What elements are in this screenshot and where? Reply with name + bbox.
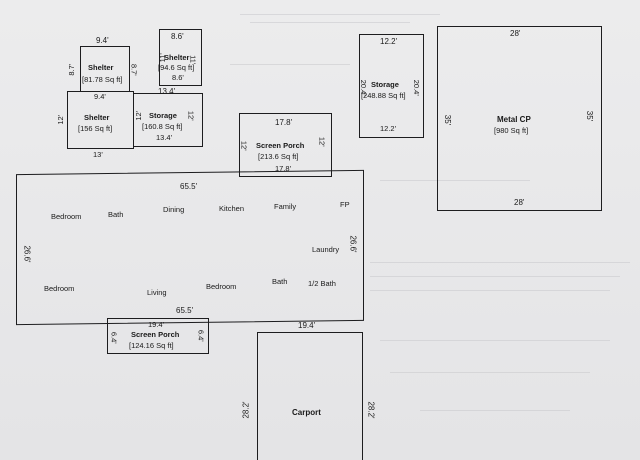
screen-porch-top-area: [213.6 Sq ft] <box>258 152 299 161</box>
screen-porch-bottom-width-top: 19.4' <box>148 320 165 329</box>
faint-text-line <box>390 372 590 373</box>
shelter-top-right-width-bottom: 8.6' <box>172 73 184 82</box>
faint-text-line <box>380 340 610 341</box>
carport-name: Carport <box>292 408 321 417</box>
faint-text-line <box>250 22 410 23</box>
shelter-main-name: Shelter <box>84 113 110 122</box>
label-bath-1: Bath <box>108 210 124 219</box>
label-kitchen: Kitchen <box>219 204 245 213</box>
storage-right-room <box>359 34 424 138</box>
label-bedroom-2: Bedroom <box>44 284 75 293</box>
label-family: Family <box>274 202 297 211</box>
shelter-main-area: [156 Sq ft] <box>78 124 113 133</box>
storage-right-height-left: 20.4' <box>358 79 368 96</box>
shelter-top-right-width-top: 8.6' <box>171 32 184 41</box>
storage-small-width-bottom: 13.4' <box>156 133 173 142</box>
metal-cp-name: Metal CP <box>497 115 531 124</box>
shelter-main-width-bottom: 13' <box>93 150 103 159</box>
label-bedroom-1: Bedroom <box>51 212 82 221</box>
shelter-top-right-height-left: 11' <box>157 53 167 63</box>
shelter-top-right-name: Shelter <box>164 53 190 62</box>
faint-text-line <box>380 180 530 181</box>
carport-room <box>257 332 363 460</box>
metal-cp-height-right: 35' <box>585 110 595 122</box>
shelter-small-width-top: 9.4' <box>96 36 109 45</box>
screen-porch-top-width-top: 17.8' <box>275 118 293 127</box>
shelter-main-height-left: 12' <box>56 114 66 125</box>
storage-small-room <box>133 93 203 147</box>
main-house-height-right: 26.6' <box>348 235 358 253</box>
storage-right-height-right: 20.4' <box>411 79 421 96</box>
shelter-small-width-bottom: 9.4' <box>94 92 106 101</box>
faint-text-line <box>420 410 570 411</box>
screen-porch-top-name: Screen Porch <box>256 141 305 150</box>
metal-cp-width-top: 28' <box>510 29 521 38</box>
metal-cp-room <box>437 26 602 211</box>
shelter-top-right-area: [94.6 Sq ft] <box>158 63 195 72</box>
main-house-width-top: 65.5' <box>180 182 198 191</box>
metal-cp-height-left: 35' <box>443 114 453 126</box>
faint-text-line <box>370 262 630 263</box>
label-half-bath: 1/2 Bath <box>308 279 336 288</box>
carport-width-top: 19.4' <box>298 321 316 330</box>
shelter-top-right-room <box>159 29 202 86</box>
storage-right-width-top: 12.2' <box>380 37 398 46</box>
screen-porch-bottom-name: Screen Porch <box>131 330 180 339</box>
screen-porch-top-width-bottom: 17.8' <box>275 164 292 173</box>
screen-porch-bottom-area: [124.16 Sq ft] <box>129 341 174 350</box>
screen-porch-bottom-room <box>107 318 209 354</box>
screen-porch-top-height-left: 12' <box>239 140 249 151</box>
shelter-top-right-height-right: 11' <box>188 55 198 65</box>
storage-small-height-right: 12' <box>186 110 196 121</box>
label-bedroom-3: Bedroom <box>206 282 237 291</box>
carport-height-left: 28.2' <box>241 401 251 419</box>
main-house-width-bottom: 65.5' <box>176 306 194 315</box>
shelter-small-area: [81.78 Sq ft] <box>82 75 123 84</box>
screen-porch-top-height-right: 12' <box>317 136 327 147</box>
storage-right-width-bottom: 12.2' <box>380 124 397 133</box>
storage-small-width-top: 13.4' <box>158 87 176 96</box>
label-bath-2: Bath <box>272 277 288 286</box>
screen-porch-bottom-height-left: 6.4' <box>109 331 119 344</box>
label-dining: Dining <box>163 205 185 214</box>
storage-small-height-left: 12' <box>134 110 144 121</box>
metal-cp-area: [980 Sq ft] <box>494 126 529 135</box>
shelter-small-name: Shelter <box>88 63 114 72</box>
label-laundry: Laundry <box>312 245 340 254</box>
faint-text-line <box>370 290 610 291</box>
storage-right-name: Storage <box>371 80 399 89</box>
carport-height-right: 28.2' <box>366 401 376 419</box>
label-fp: FP <box>340 200 350 209</box>
storage-small-area: [160.8 Sq ft] <box>142 122 183 131</box>
shelter-small-height-left: 8.7' <box>67 63 77 76</box>
faint-text-line <box>230 64 350 65</box>
label-living: Living <box>147 288 167 297</box>
main-house-height-left: 26.6' <box>22 245 32 263</box>
storage-right-area: [248.88 Sq ft] <box>361 91 406 100</box>
shelter-small-height-right: 8.7' <box>129 63 139 76</box>
screen-porch-top-room <box>239 113 332 177</box>
faint-text-line <box>240 14 440 15</box>
faint-text-line <box>370 276 620 277</box>
metal-cp-width-bottom: 28' <box>514 198 525 207</box>
storage-small-name: Storage <box>149 111 177 120</box>
screen-porch-bottom-height-right: 6.4' <box>196 329 206 342</box>
